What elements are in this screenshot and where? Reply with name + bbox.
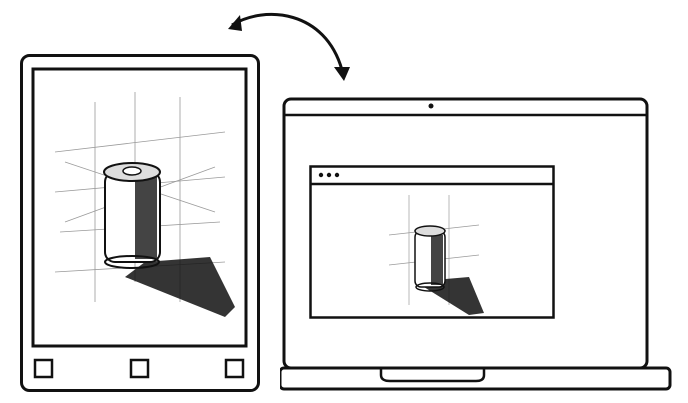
browser-window (309, 165, 555, 319)
window-minimize-dot[interactable] (326, 172, 332, 178)
curved-double-arrow-icon (228, 13, 350, 81)
window-maximize-dot[interactable] (334, 172, 340, 178)
tablet-button-left[interactable] (33, 358, 54, 379)
tablet-button-right[interactable] (224, 358, 245, 379)
tablet-button-center[interactable] (129, 358, 150, 379)
window-close-dot[interactable] (318, 172, 324, 178)
soda-can-sketch (54, 92, 235, 317)
